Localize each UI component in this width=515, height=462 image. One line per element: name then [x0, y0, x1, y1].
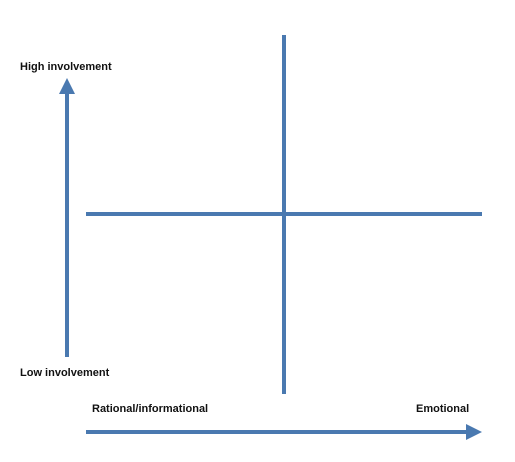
rational-informational-label: Rational/informational [92, 403, 209, 415]
high-involvement-label: High involvement [20, 61, 112, 73]
y-axis-arrowhead [59, 78, 75, 94]
low-involvement-label: Low involvement [20, 367, 110, 379]
x-axis-arrowhead [466, 424, 482, 440]
emotional-label: Emotional [416, 403, 470, 415]
